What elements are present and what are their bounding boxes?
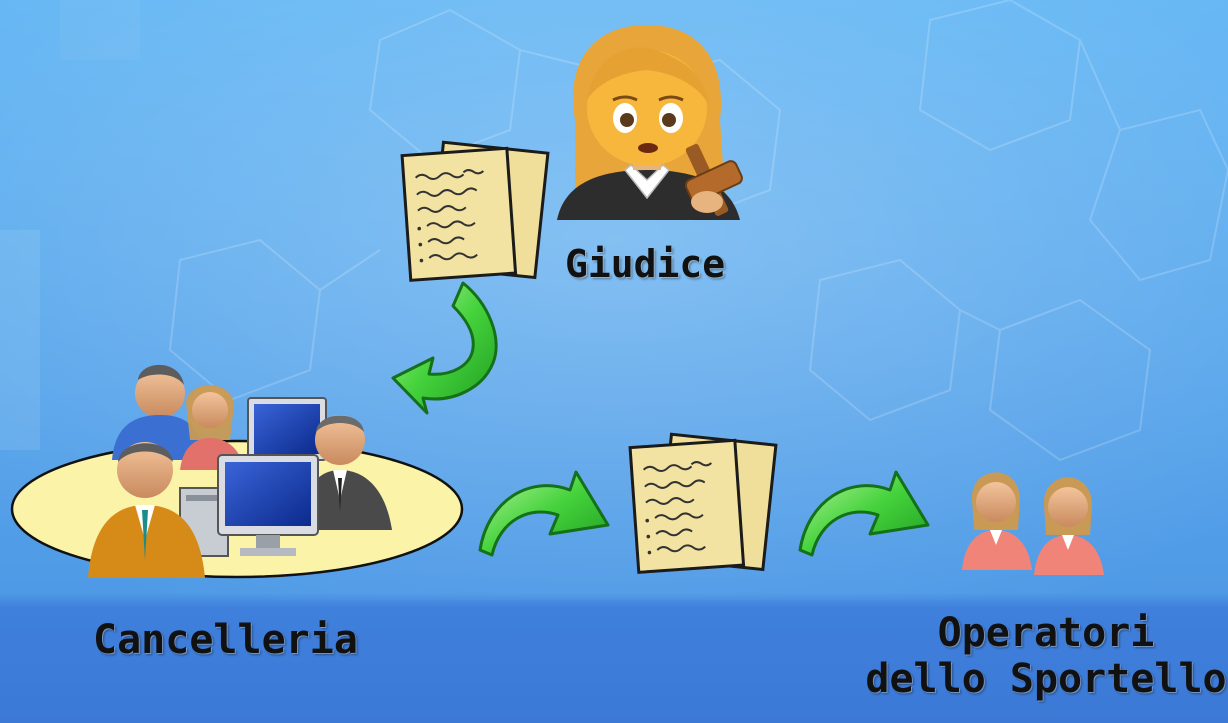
label-cancelleria: Cancelleria: [93, 617, 358, 663]
judge-woman-icon: [557, 25, 743, 220]
label-giudice: Giudice: [565, 242, 726, 286]
documents-icon: [628, 432, 778, 574]
label-operatori: Operatori dello Sportello: [861, 610, 1228, 702]
label-operatori-line2: dello Sportello: [865, 656, 1227, 702]
documents-icon: [400, 140, 550, 282]
curved-arrow-icon: [478, 470, 610, 557]
curved-arrow-icon: [391, 281, 498, 415]
label-operatori-line1: Operatori: [937, 610, 1155, 656]
office-staff-group-icon: [10, 364, 464, 579]
two-women-operators-icon: [962, 472, 1104, 575]
curved-arrow-icon: [798, 470, 930, 557]
